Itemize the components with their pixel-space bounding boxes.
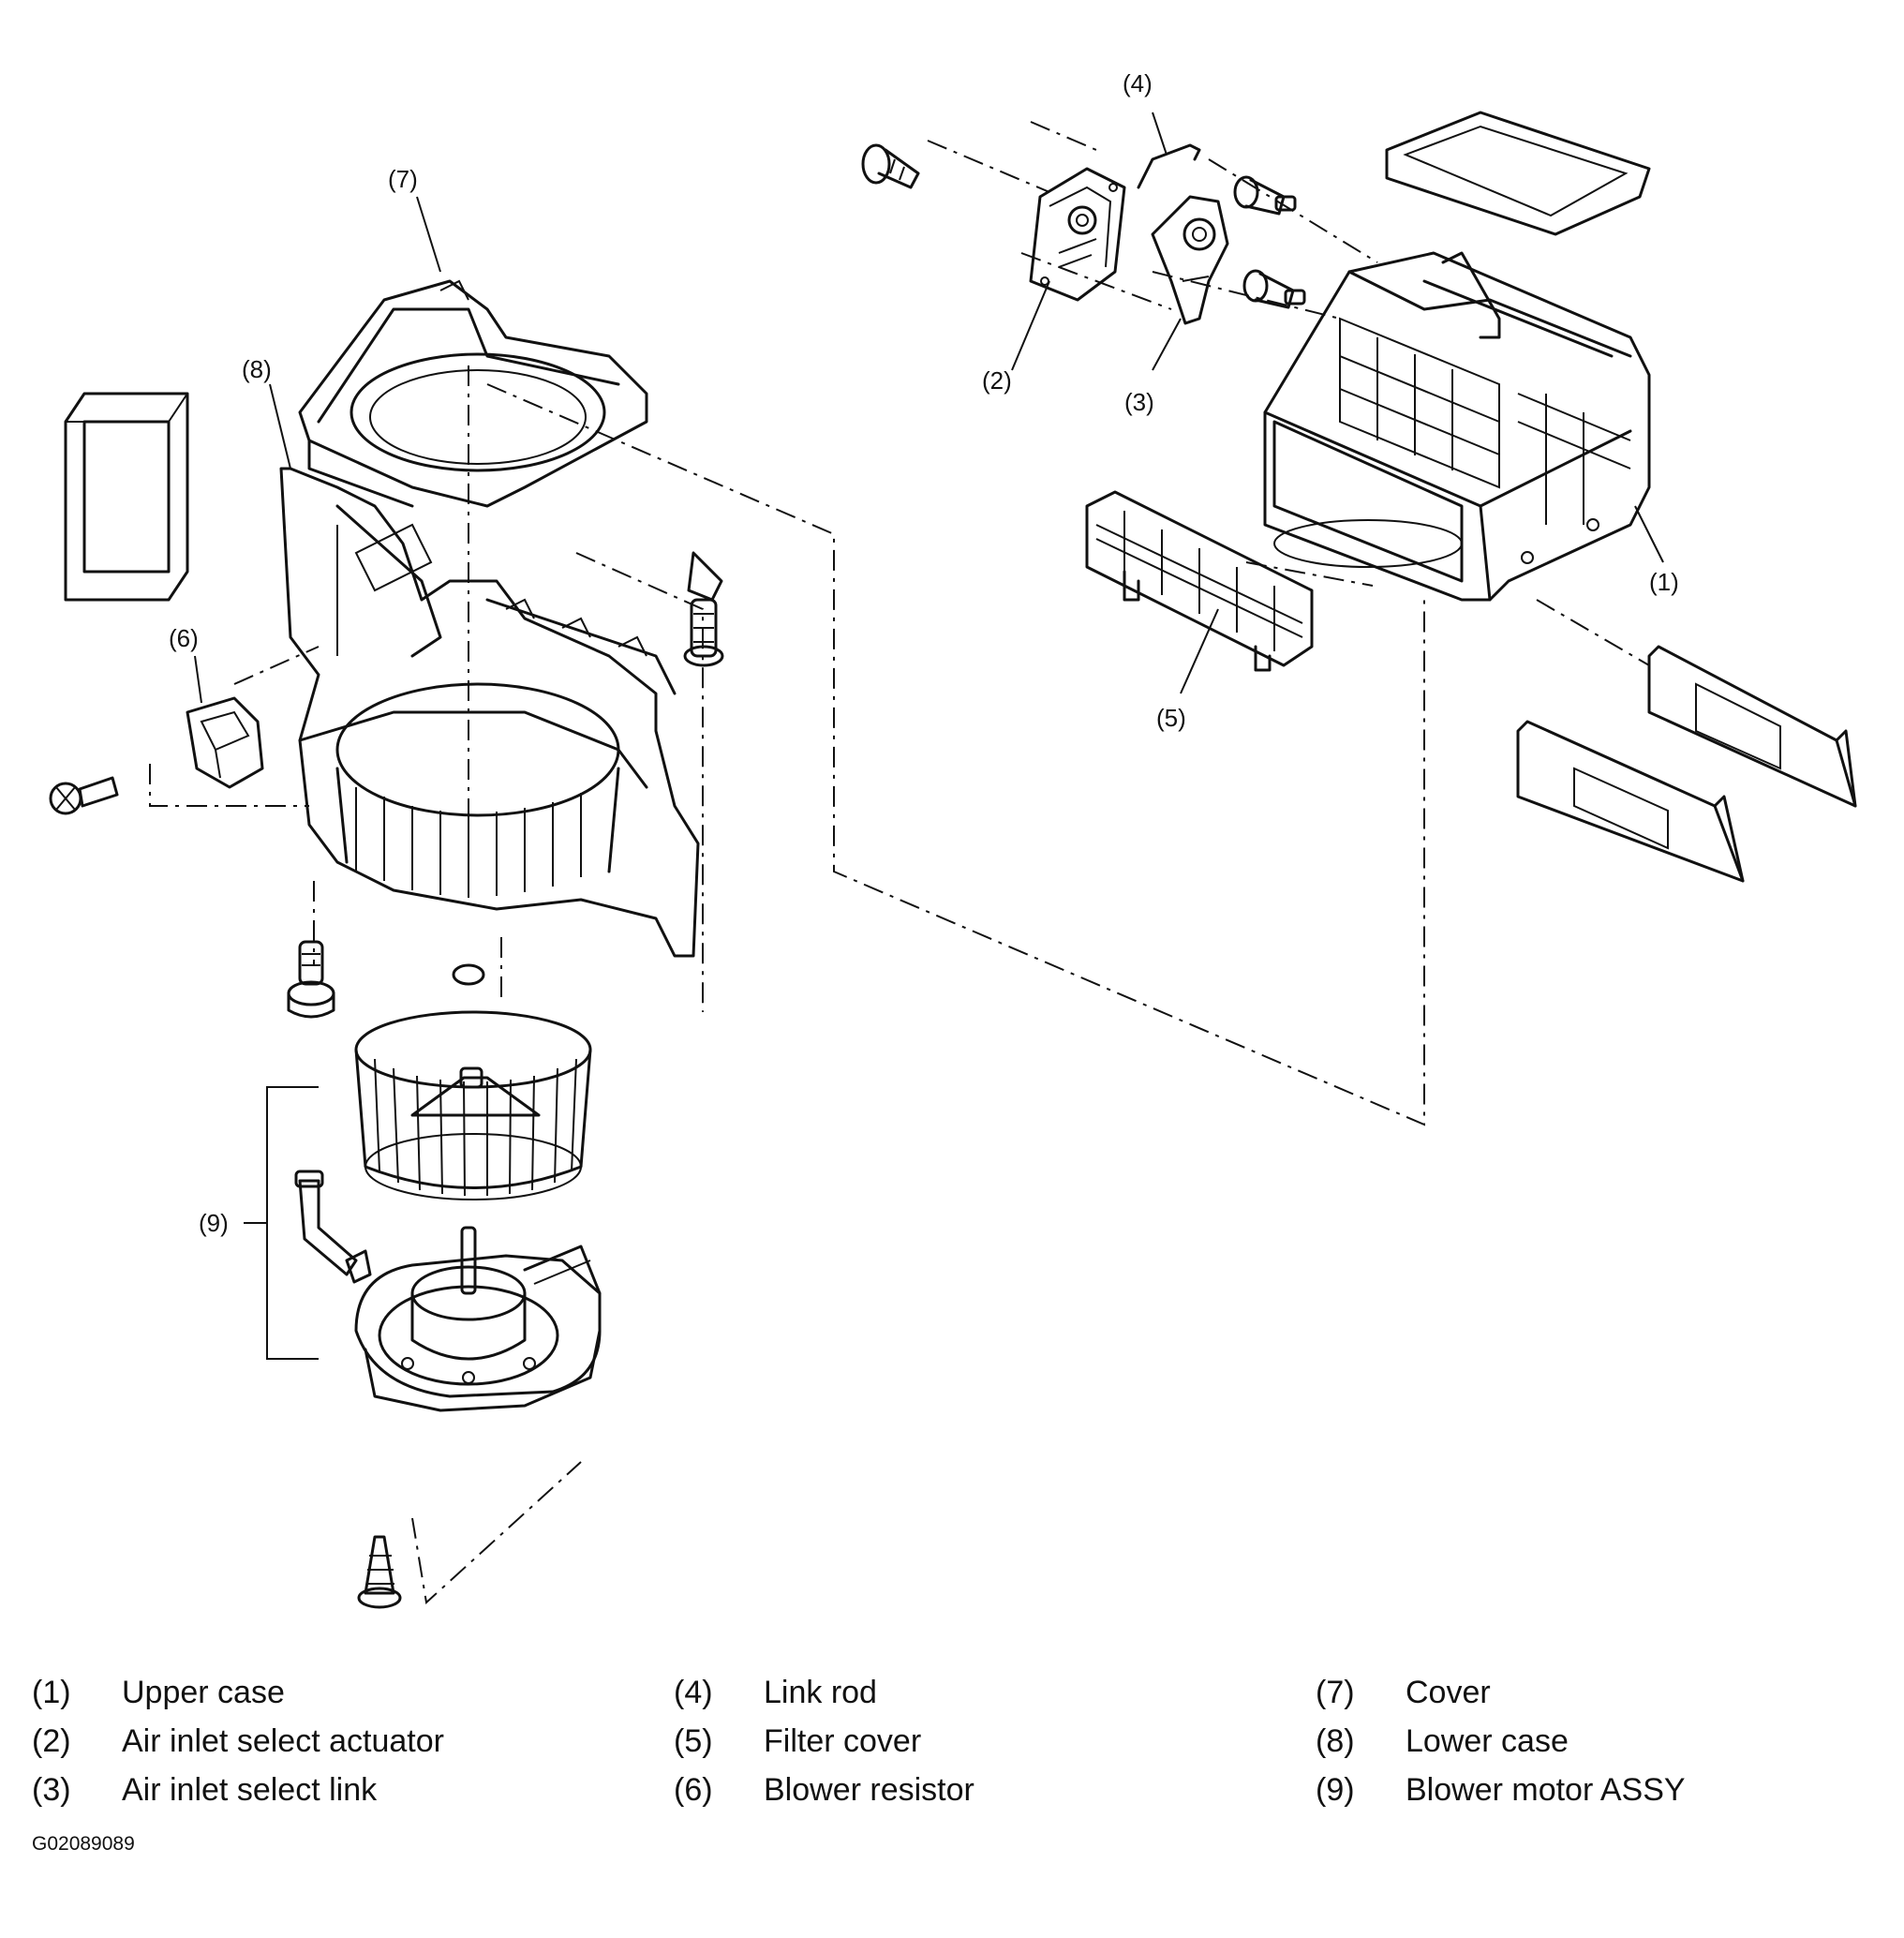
air-inlet-actuator-part: [1029, 167, 1126, 302]
blower-fan-part: [354, 1010, 592, 1200]
callout-7: (7): [388, 165, 418, 193]
legend-item-blower-motor-assy: (9) Blower motor ASSY: [1316, 1766, 1904, 1814]
legend-item-link-rod: (4) Link rod: [674, 1668, 1273, 1717]
filter-cover-part: [1085, 490, 1314, 672]
callout-2: (2): [982, 366, 1012, 395]
legend-number: (5): [674, 1722, 713, 1759]
figure-code: G02089089: [32, 1833, 135, 1855]
legend-label: Filter cover: [764, 1722, 922, 1759]
legend-item-air-inlet-select-actuator: (2) Air inlet select actuator: [32, 1717, 632, 1766]
leader-lines: [194, 112, 1664, 704]
upper-case-part: [1263, 251, 1651, 602]
screw-left: [49, 776, 119, 815]
callout-1: (1): [1649, 568, 1679, 596]
legend-number: (3): [32, 1771, 71, 1808]
blower-resistor-part: [186, 696, 264, 789]
air-filter-left: [1516, 720, 1745, 883]
bracket-9: [266, 1086, 319, 1360]
legend-item-blower-resistor: (6) Blower resistor: [674, 1766, 1273, 1814]
callout-8: (8): [242, 355, 272, 383]
pin-lower: [1242, 269, 1306, 309]
legend-label: Cover: [1406, 1674, 1491, 1710]
legend-label: Blower motor ASSY: [1406, 1771, 1686, 1808]
pin-upper: [1233, 175, 1297, 216]
legend-number: (2): [32, 1722, 71, 1759]
legend-item-air-inlet-select-link: (3) Air inlet select link: [32, 1766, 632, 1814]
legend-column-3: (7) Cover (8) Lower case (9) Blower moto…: [1316, 1668, 1904, 1814]
parts-legend: (1) Upper case (2) Air inlet select actu…: [32, 1668, 1868, 1827]
legend-number: (9): [1316, 1771, 1355, 1808]
washer: [452, 963, 485, 986]
legend-item-upper-case: (1) Upper case: [32, 1668, 632, 1717]
screw-bottom: [357, 1535, 402, 1609]
legend-number: (8): [1316, 1722, 1355, 1759]
lower-case-part: [279, 467, 700, 958]
gasket-frame: [1385, 111, 1651, 236]
legend-column-1: (1) Upper case (2) Air inlet select actu…: [32, 1668, 632, 1814]
callout-6: (6): [169, 624, 199, 652]
legend-number: (1): [32, 1674, 71, 1710]
exploded-view-diagram: (7) (8) (6) (9) (4) (2) (3) (5) (1): [49, 69, 1857, 1609]
legend-item-lower-case: (8) Lower case: [1316, 1717, 1904, 1766]
screw-mid-left: [287, 940, 335, 1019]
link-rod-part: [1137, 143, 1201, 189]
legend-number: (7): [1316, 1674, 1355, 1710]
legend-label: Air inlet select link: [122, 1771, 378, 1808]
legend-item-filter-cover: (5) Filter cover: [674, 1717, 1273, 1766]
legend-label: Upper case: [122, 1674, 285, 1710]
assembly-lines: [149, 121, 1650, 1604]
screw-top: [861, 143, 920, 189]
cover-part: [298, 279, 648, 508]
air-filter-right: [1647, 645, 1857, 808]
air-inlet-link-part: [1151, 195, 1229, 325]
legend-label: Air inlet select actuator: [122, 1722, 444, 1759]
cooling-hose-part: [294, 1170, 372, 1284]
screw-top-left: [683, 551, 724, 667]
legend-label: Blower resistor: [764, 1771, 974, 1808]
legend-column-2: (4) Link rod (5) Filter cover (6) Blower…: [674, 1668, 1273, 1814]
blower-motor-part: [354, 1226, 602, 1412]
legend-number: (4): [674, 1674, 713, 1710]
legend-number: (6): [674, 1771, 713, 1808]
legend-label: Link rod: [764, 1674, 877, 1710]
legend-item-cover: (7) Cover: [1316, 1668, 1904, 1717]
legend-label: Lower case: [1406, 1722, 1569, 1759]
callout-9: (9): [199, 1209, 229, 1237]
filter-frame-left: [64, 392, 189, 602]
callout-5: (5): [1156, 704, 1186, 732]
callout-4: (4): [1123, 69, 1153, 97]
callout-3: (3): [1124, 388, 1154, 416]
